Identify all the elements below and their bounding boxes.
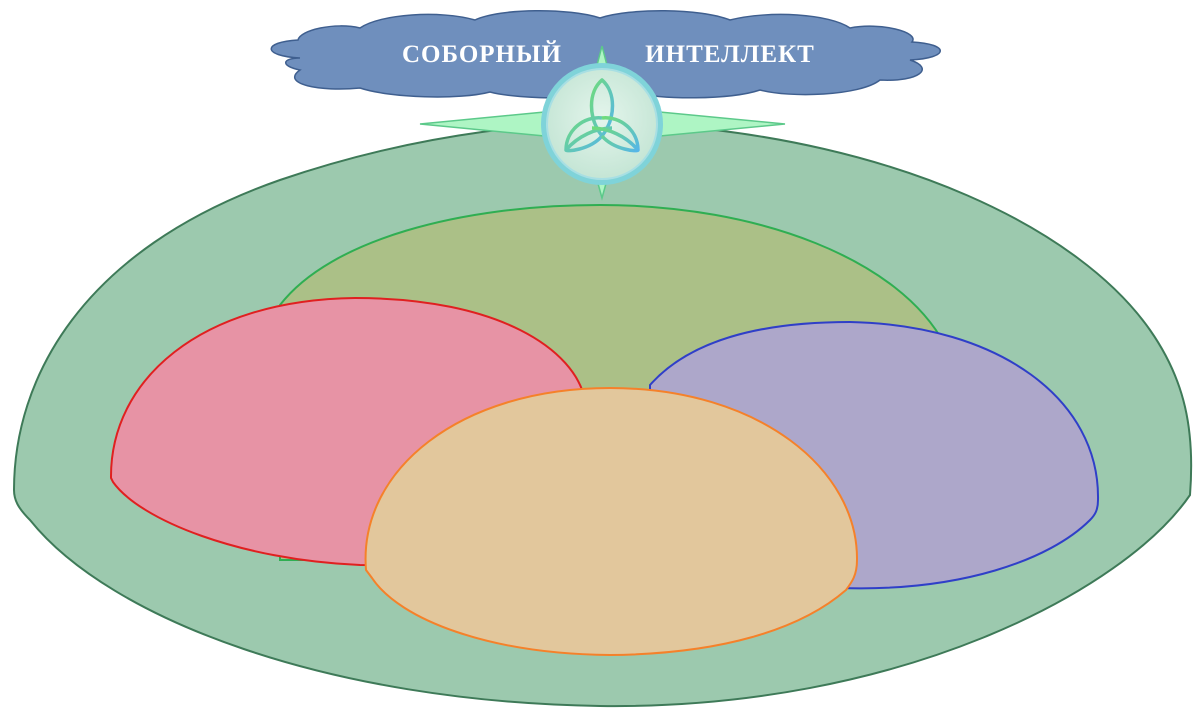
title-cloud: СОБОРНЫЙ ИНТЕЛЛЕКТ [270,10,941,99]
title-right-word: ИНТЕЛЛЕКТ [645,41,815,68]
title-left-word: СОБОРНЫЙ [402,40,562,68]
triquetra-icon [564,78,640,153]
emblem [541,63,663,185]
orange-ellipse [364,386,859,657]
